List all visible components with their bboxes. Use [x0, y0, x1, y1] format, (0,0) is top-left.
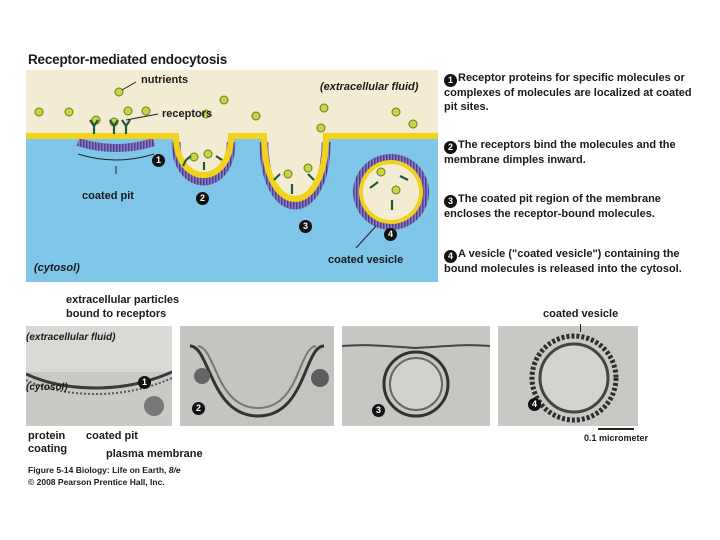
label-coated-vesicle: coated vesicle	[328, 254, 403, 266]
step-text-1: Receptor proteins for specific molecules…	[444, 72, 692, 113]
micrograph-2: 2	[180, 326, 334, 426]
diagram-illustration	[26, 70, 438, 282]
micro-marker-3: 3	[372, 404, 385, 417]
step-text-4: A vesicle ("coated vesicle") containing …	[444, 248, 682, 275]
micro-marker-1: 1	[138, 376, 151, 389]
micro-label-coated-vesicle: coated vesicle	[543, 308, 618, 320]
step-number-3: 3	[444, 195, 457, 208]
label-nutrients: nutrients	[141, 74, 188, 86]
scale-bar-label: 0.1 micrometer	[584, 433, 648, 443]
micro-label-extracellular: (extracellular fluid)	[26, 332, 115, 343]
book-edition: 8/e	[169, 465, 181, 475]
step-marker-2: 2	[196, 192, 209, 205]
step-text-2: The receptors bind the molecules and the…	[444, 139, 676, 166]
figure-caption-line-2: © 2008 Pearson Prentice Hall, Inc.	[28, 477, 165, 487]
micro-marker-4: 4	[528, 398, 541, 411]
label-micro-coated-pit: coated pit	[86, 430, 138, 442]
figure-number: Figure 5-14	[28, 465, 73, 475]
label-coated-pit: coated pit	[82, 190, 134, 202]
step-number-4: 4	[444, 250, 457, 263]
step-marker-1: 1	[152, 154, 165, 167]
micro-label-cytosol: (cytosol)	[26, 382, 68, 393]
label-extracellular-fluid: (extracellular fluid)	[320, 81, 418, 93]
micro-marker-2: 2	[192, 402, 205, 415]
coated-vesicle-pointer	[580, 324, 581, 332]
step-marker-4: 4	[384, 228, 397, 241]
figure-title: Receptor-mediated endocytosis	[28, 52, 227, 67]
step-number-1: 1	[444, 74, 457, 87]
endocytosis-diagram: nutrients receptors (extracellular fluid…	[26, 70, 438, 282]
step-marker-3: 3	[299, 220, 312, 233]
book-title: Biology: Life on Earth,	[76, 465, 167, 475]
label-receptors: receptors	[162, 108, 212, 120]
step-number-2: 2	[444, 141, 457, 154]
label-plasma-membrane: plasma membrane	[106, 448, 203, 460]
coated-vesicle-lumen	[363, 164, 419, 220]
micrograph-3: 3	[342, 326, 490, 426]
label-cytosol: (cytosol)	[34, 262, 80, 274]
label-extracellular-particles: extracellular particles bound to recepto…	[66, 293, 206, 321]
micrograph-1: (extracellular fluid) (cytosol) 1	[26, 326, 172, 426]
figure-caption-line-1: Figure 5-14 Biology: Life on Earth, 8/e	[28, 465, 181, 475]
scale-bar	[598, 428, 634, 430]
micrograph-4: 4	[498, 326, 638, 426]
label-protein-coating: protein coating	[28, 430, 88, 456]
step-text-3: The coated pit region of the membrane en…	[444, 193, 661, 220]
